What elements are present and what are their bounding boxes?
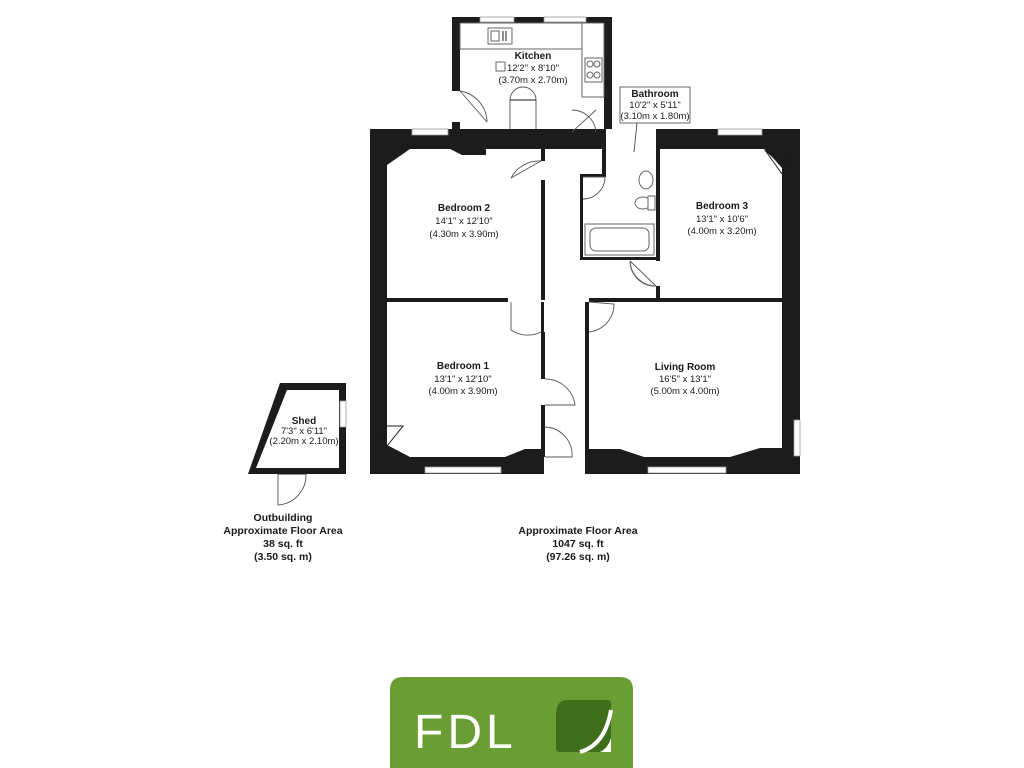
logo-text: FDL: [414, 706, 517, 759]
leaf-icon: [556, 700, 611, 752]
bedroom1-imperial: 13'1" x 12'10": [434, 374, 491, 385]
room-label-bedroom3: Bedroom 3 13'1" x 10'6" (4.00m x 3.20m): [687, 201, 756, 237]
outbuilding-subtitle: Approximate Floor Area: [223, 525, 342, 537]
living-metric: (5.00m x 4.00m): [650, 386, 719, 397]
shed-metric: (2.20m x 2.10m): [269, 436, 338, 447]
kitchen-fixtures: [459, 22, 605, 129]
room-label-shed: Shed 7'3" x 6'11" (2.20m x 2.10m): [269, 416, 338, 447]
kitchen-doors: [459, 90, 597, 133]
main-outer-walls: [370, 129, 800, 474]
outbuilding-sqft: 38 sq. ft: [263, 538, 303, 550]
bedroom3-metric: (4.00m x 3.20m): [687, 226, 756, 237]
kitchen-walls: [452, 16, 612, 129]
main-area-title: Approximate Floor Area: [518, 525, 637, 537]
shed-name: Shed: [292, 416, 316, 427]
room-label-bathroom: Bathroom 10'2" x 5'11" (3.10m x 1.80m): [619, 86, 691, 153]
wardrobe-marker-bedroom1: W: [377, 433, 387, 444]
bedroom2-name: Bedroom 2: [438, 203, 491, 214]
kitchen-imperial: 12'2" x 8'10": [507, 63, 559, 74]
interior-walls: [387, 129, 782, 457]
bathroom-fixtures: [584, 170, 656, 256]
shed-walls: [248, 383, 347, 506]
wardrobe-bedroom3: [763, 149, 783, 175]
bathroom-metric: (3.10m x 1.80m): [620, 111, 689, 122]
wardrobe-bedroom1: [386, 425, 405, 447]
outbuilding-sqm: (3.50 sq. m): [254, 551, 312, 563]
outbuilding-area-summary: Outbuilding Approximate Floor Area 38 sq…: [223, 512, 342, 563]
bedroom2-metric: (4.30m x 3.90m): [429, 229, 498, 240]
bedroom3-name: Bedroom 3: [696, 201, 749, 212]
kitchen-name: Kitchen: [515, 51, 552, 62]
bedroom1-name: Bedroom 1: [437, 361, 490, 372]
room-label-living: Living Room 16'5" x 13'1" (5.00m x 4.00m…: [650, 362, 719, 397]
interior-doors: [510, 160, 658, 458]
main-area-sqft: 1047 sq. ft: [552, 538, 604, 550]
room-label-bedroom2: Bedroom 2 14'1" x 12'10" (4.30m x 3.90m): [429, 203, 498, 240]
main-area-summary: Approximate Floor Area 1047 sq. ft (97.2…: [518, 525, 637, 563]
bathroom-name: Bathroom: [631, 89, 678, 100]
bedroom2-imperial: 14'1" x 12'10": [435, 216, 492, 227]
living-name: Living Room: [655, 362, 716, 373]
shed-imperial: 7'3" x 6'11": [281, 426, 327, 437]
main-area-sqm: (97.26 sq. m): [546, 551, 610, 563]
living-imperial: 16'5" x 13'1": [659, 374, 711, 385]
room-label-kitchen: Kitchen 12'2" x 8'10" (3.70m x 2.70m): [498, 51, 567, 86]
wardrobe-marker-bedroom3: W: [782, 155, 792, 166]
room-label-bedroom1: Bedroom 1 13'1" x 12'10" (4.00m x 3.90m): [428, 361, 497, 397]
kitchen-metric: (3.70m x 2.70m): [498, 75, 567, 86]
bedroom1-metric: (4.00m x 3.90m): [428, 386, 497, 397]
main-windows: [411, 128, 801, 474]
fdl-logo: FDL: [390, 677, 633, 768]
bathroom-imperial: 10'2" x 5'11": [629, 100, 680, 111]
bedroom3-imperial: 13'1" x 10'6": [696, 214, 748, 225]
outbuilding-title: Outbuilding: [254, 512, 313, 524]
